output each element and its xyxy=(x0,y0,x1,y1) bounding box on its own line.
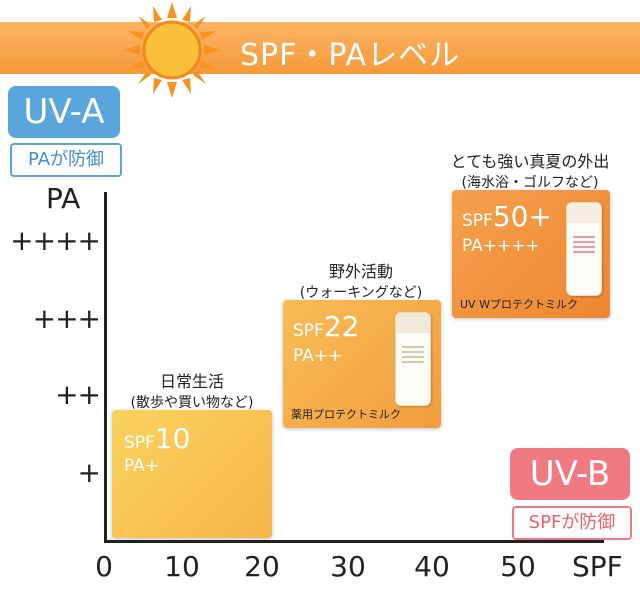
bottle-image xyxy=(566,202,602,296)
level-box: SPF10 PA+ xyxy=(112,410,272,538)
page-title: SPF・PAレベル xyxy=(240,38,461,73)
x-tick-label: 0 xyxy=(95,550,113,583)
x-tick-label: 30 xyxy=(330,550,366,583)
sun-icon xyxy=(124,2,220,98)
pa-value: PA++++ xyxy=(462,236,540,256)
level-title: 野外活動 xyxy=(328,262,393,281)
pa-value: PA+ xyxy=(124,456,160,476)
uvb-badge: UV-B xyxy=(510,448,630,500)
y-tick-label: ++++ xyxy=(10,224,101,257)
x-tick-label: 10 xyxy=(164,550,200,583)
spf-value: SPF22 xyxy=(293,310,360,343)
level-subtitle: (海水浴・ゴルフなど) xyxy=(461,175,599,191)
uva-badge: UV-A xyxy=(8,86,120,138)
y-axis-line xyxy=(104,192,107,542)
product-caption: UV Wプロテクトミルク xyxy=(460,298,578,311)
y-tick-label: + xyxy=(77,456,101,489)
uva-subtitle: PAが防御 xyxy=(10,143,122,177)
spf-value: SPF10 xyxy=(124,422,191,455)
y-axis-title: PA xyxy=(46,182,81,215)
header-banner xyxy=(0,22,640,74)
level-box: SPF50+ PA++++ UV Wプロテクトミルク xyxy=(452,190,610,318)
level-subtitle: (ウォーキングなど) xyxy=(299,285,423,301)
bottle-image xyxy=(395,312,431,406)
level-label: 日常生活 (散歩や買い物など) xyxy=(110,368,274,412)
level-subtitle: (散歩や買い物など) xyxy=(130,395,254,411)
x-axis-title: SPF xyxy=(572,550,623,583)
level-label: 野外活動 (ウォーキングなど) xyxy=(284,258,438,302)
level-title: とても強い真夏の外出 xyxy=(450,152,610,171)
uvb-subtitle: SPFが防御 xyxy=(512,506,632,540)
x-tick-label: 20 xyxy=(244,550,280,583)
level-label: とても強い真夏の外出 (海水浴・ゴルフなど) xyxy=(440,148,620,192)
x-tick-label: 40 xyxy=(414,550,450,583)
level-title: 日常生活 xyxy=(159,372,224,391)
pa-value: PA++ xyxy=(293,346,343,366)
x-tick-label: 50 xyxy=(500,550,536,583)
level-box: SPF22 PA++ 薬用プロテクトミルク xyxy=(283,300,441,428)
y-tick-label: ++ xyxy=(55,378,101,411)
spf-value: SPF50+ xyxy=(462,200,552,233)
product-caption: 薬用プロテクトミルク xyxy=(291,408,401,421)
x-axis-line xyxy=(104,540,604,543)
y-tick-label: +++ xyxy=(32,302,101,335)
